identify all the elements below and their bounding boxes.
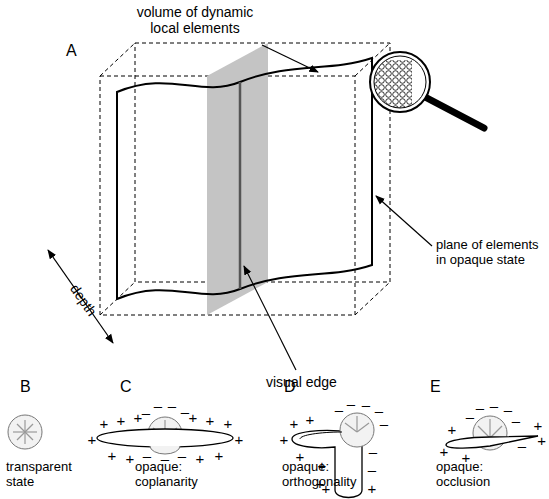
charge-sign: – [512, 412, 520, 429]
charge-sign: + [100, 415, 109, 432]
charge-sign: – [380, 415, 388, 432]
charge-sign: – [476, 399, 484, 416]
charge-sign: + [537, 432, 546, 449]
magnifier [370, 52, 484, 128]
panel-caption: opaque: coplanarity [135, 460, 220, 490]
charge-sign: + [224, 415, 233, 432]
opaque-sheet [117, 58, 372, 299]
callout-label: visual edge [266, 374, 337, 390]
charge-sign: + [88, 431, 97, 448]
charge-sign: + [215, 447, 224, 464]
charge-sign: + [206, 412, 215, 429]
charge-sign: + [448, 421, 457, 438]
panel-letter: D [284, 378, 296, 396]
leader-arrow [262, 45, 318, 72]
panel-letter: E [430, 378, 441, 396]
magnifier-lens [374, 56, 426, 108]
charge-sign: + [290, 415, 299, 432]
charge-sign: – [143, 447, 151, 464]
panel-caption: transparent state [6, 460, 91, 490]
sphere-spokes [13, 420, 37, 444]
charge-sign: + [318, 457, 327, 474]
charge-sign: + [108, 447, 117, 464]
charge-sign: – [368, 461, 376, 478]
charge-sign: + [462, 449, 471, 466]
charge-sign: + [280, 431, 289, 448]
callout-label: plane of elements in opaque state [436, 238, 546, 268]
charge-sign: + [134, 409, 143, 426]
volume-box [100, 43, 390, 315]
plane-edge [300, 432, 342, 439]
charge-sign: + [534, 417, 543, 434]
charge-sign: + [189, 409, 198, 426]
charge-sign: – [369, 443, 377, 460]
panel-letter: C [120, 378, 132, 396]
charge-sign: – [161, 450, 169, 467]
panel-letter: B [20, 378, 31, 396]
charge-sign: + [235, 431, 244, 448]
charge-sign: – [142, 404, 150, 421]
panel-caption: opaque: occlusion [436, 460, 521, 490]
charge-sign: + [440, 443, 449, 460]
element-sphere [340, 413, 374, 447]
element-sphere [8, 415, 42, 449]
charge-sign: – [518, 437, 526, 454]
magnifier-rim [370, 52, 430, 112]
charge-sign: + [117, 412, 126, 429]
charge-sign: – [466, 408, 474, 425]
opaque-plane [97, 429, 233, 447]
box-edge [355, 282, 390, 315]
leader-arrow [244, 266, 296, 370]
leader-arrow [376, 196, 432, 246]
charge-sign: – [178, 447, 186, 464]
charge-sign: – [181, 403, 189, 420]
depth-arrow [48, 250, 113, 343]
sphere-spokes [345, 416, 369, 432]
panel-letter: A [66, 42, 77, 60]
callout-label: volume of dynamic local elements [128, 4, 263, 36]
charge-sign: – [168, 397, 176, 414]
charge-sign: + [368, 480, 377, 497]
charge-sign: + [196, 450, 205, 467]
sphere-spokes [476, 419, 504, 438]
box-edge [100, 43, 135, 76]
charge-sign: – [490, 397, 498, 414]
charge-sign: – [347, 395, 355, 412]
charge-sign: + [322, 480, 331, 497]
leaders [48, 45, 432, 370]
charge-sign: + [296, 448, 305, 465]
charge-sign: – [154, 397, 162, 414]
charge-sign: – [362, 396, 370, 413]
axis-label: depth [67, 281, 100, 319]
charge-sign: + [126, 450, 135, 467]
charge-sign: – [504, 401, 512, 418]
charge-sign: + [306, 411, 315, 428]
visual-edge-line [239, 82, 242, 289]
charge-sign: – [335, 401, 343, 418]
panel-b-sphere [8, 415, 42, 449]
magnifier-handle [425, 97, 484, 128]
